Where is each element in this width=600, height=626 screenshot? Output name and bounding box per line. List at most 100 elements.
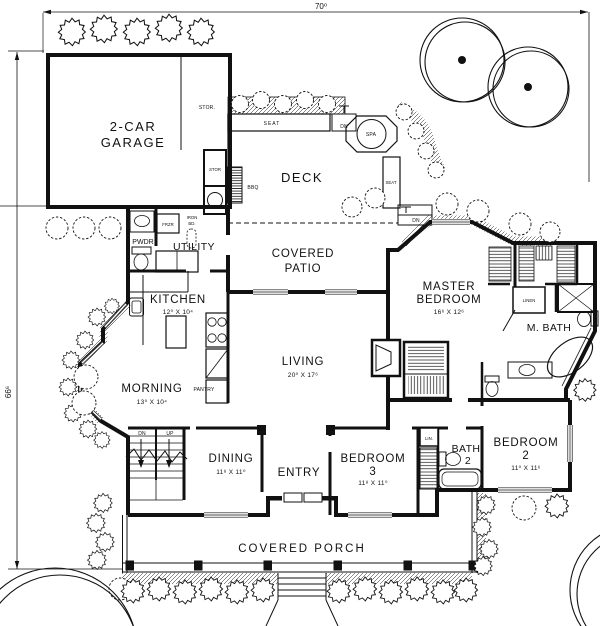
tree-icon bbox=[569, 534, 600, 626]
bush-icon bbox=[274, 95, 292, 113]
bush-icon bbox=[318, 95, 336, 113]
shrub-icon bbox=[154, 13, 183, 43]
stairs bbox=[125, 435, 188, 501]
kitchen-counter bbox=[128, 271, 189, 345]
room-size-bedroom2: 11⁰ X 11⁶ bbox=[511, 465, 540, 472]
porch-post bbox=[125, 560, 134, 571]
bush-icon bbox=[364, 187, 386, 209]
room-label-entry: ENTRY bbox=[278, 467, 321, 479]
note-freezer: FRZR bbox=[162, 222, 173, 227]
note-seat-top: SEAT bbox=[264, 121, 281, 127]
bush-icon bbox=[511, 495, 537, 521]
shrub-icon bbox=[186, 17, 215, 47]
porch-post bbox=[333, 560, 342, 571]
room-label-bedroom2-1: BEDROOM bbox=[493, 437, 558, 449]
bush-icon bbox=[466, 199, 490, 223]
room-size-bedroom3: 11⁸ X 11⁰ bbox=[358, 480, 388, 487]
note-stairs-dn: DN bbox=[138, 431, 146, 437]
room-label-bath2-2: 2 bbox=[465, 455, 471, 467]
fireplace bbox=[370, 338, 402, 378]
shrub-icon bbox=[472, 517, 492, 537]
bush-icon bbox=[539, 221, 561, 243]
covered-porch bbox=[122, 490, 478, 626]
window-bedroom2-south bbox=[498, 486, 552, 494]
bush-icon bbox=[71, 390, 97, 416]
porch-post bbox=[194, 560, 203, 571]
note-lin: LIN. bbox=[425, 436, 433, 441]
room-size-morning: 13⁰ X 10⁴ bbox=[137, 399, 168, 406]
deck bbox=[226, 105, 433, 226]
porch-post bbox=[468, 560, 477, 571]
note-stor-deck: STOR bbox=[209, 167, 221, 172]
room-size-living: 20⁰ X 17⁶ bbox=[288, 372, 318, 379]
kitchen-island bbox=[165, 315, 187, 349]
powder-toilet-tank bbox=[131, 246, 152, 255]
porch-post bbox=[403, 560, 412, 571]
window-bedroom2-east bbox=[566, 425, 574, 462]
note-stairs-up: UP bbox=[166, 431, 174, 437]
note-bbq: BBQ bbox=[247, 185, 258, 191]
room-size-dining: 11⁸ X 11⁰ bbox=[216, 469, 246, 476]
fixtures bbox=[128, 210, 599, 503]
note-iron-2: BD. bbox=[188, 221, 195, 226]
master-closet-rod bbox=[518, 245, 535, 282]
bush-icon bbox=[231, 95, 249, 113]
room-label-master-bath: M. BATH bbox=[527, 322, 572, 334]
note-iron-1: IRON bbox=[187, 215, 198, 220]
bush-icon bbox=[407, 122, 425, 140]
door-leaf bbox=[502, 309, 516, 332]
shrub-icon bbox=[573, 378, 597, 402]
note-stor-garage: STOR. bbox=[199, 105, 215, 111]
cooktop bbox=[205, 312, 229, 348]
master-toilet-tank bbox=[590, 310, 599, 327]
tree-icon bbox=[487, 46, 570, 128]
post-icon bbox=[401, 206, 411, 213]
shrub-icon bbox=[86, 513, 106, 533]
window-dining bbox=[204, 511, 248, 519]
deck-bench-side bbox=[382, 156, 401, 209]
bush-icon bbox=[73, 364, 99, 390]
room-label-master-2: BEDROOM bbox=[416, 294, 481, 306]
room-label-bath2-1: BATH bbox=[452, 443, 481, 455]
shrub-icon bbox=[473, 556, 493, 576]
bath2-toilet-tank bbox=[438, 451, 447, 467]
powder-vanity bbox=[129, 210, 155, 233]
entry-door-right bbox=[303, 492, 323, 503]
note-linen: LINEN bbox=[523, 298, 536, 303]
bush-icon bbox=[341, 196, 363, 218]
shrub-icon bbox=[93, 493, 113, 513]
entry-door-left bbox=[283, 492, 303, 503]
shrub-icon bbox=[93, 431, 111, 449]
bush-icon bbox=[72, 216, 96, 240]
tree-icon bbox=[419, 17, 506, 103]
window-master-bay bbox=[432, 218, 470, 226]
bath2-linen-closet bbox=[419, 427, 439, 447]
pantry-closet bbox=[205, 379, 229, 404]
room-label-morning: MORNING bbox=[121, 383, 182, 395]
shrub-icon bbox=[89, 14, 118, 44]
window-kitchen-bay bbox=[103, 302, 128, 329]
bush-icon bbox=[98, 216, 122, 240]
porch-post bbox=[263, 560, 272, 571]
powder-sink bbox=[134, 215, 150, 227]
window-morning-bay-1 bbox=[80, 341, 105, 365]
bush-icon bbox=[435, 192, 459, 216]
entry-sidelights bbox=[268, 497, 336, 501]
ironing-board-icon bbox=[186, 228, 197, 249]
linen-closet bbox=[512, 286, 546, 314]
oven bbox=[205, 348, 229, 379]
window-patio-right bbox=[325, 288, 357, 296]
shrub-icon bbox=[75, 330, 95, 350]
master-shower bbox=[557, 283, 595, 313]
bush-icon bbox=[417, 142, 435, 160]
bedroom3-closet bbox=[419, 447, 438, 490]
room-label-bedroom2-2: 2 bbox=[522, 450, 529, 462]
tree-icon bbox=[0, 567, 134, 626]
room-size-kitchen: 12⁰ X 10⁴ bbox=[163, 309, 194, 316]
room-label-bedroom3-1: BEDROOM bbox=[340, 453, 405, 465]
master-vanity bbox=[507, 361, 553, 379]
shrub-icon bbox=[58, 377, 78, 397]
deck-steps-dn bbox=[331, 113, 357, 132]
note-spa: SPA bbox=[366, 132, 377, 138]
